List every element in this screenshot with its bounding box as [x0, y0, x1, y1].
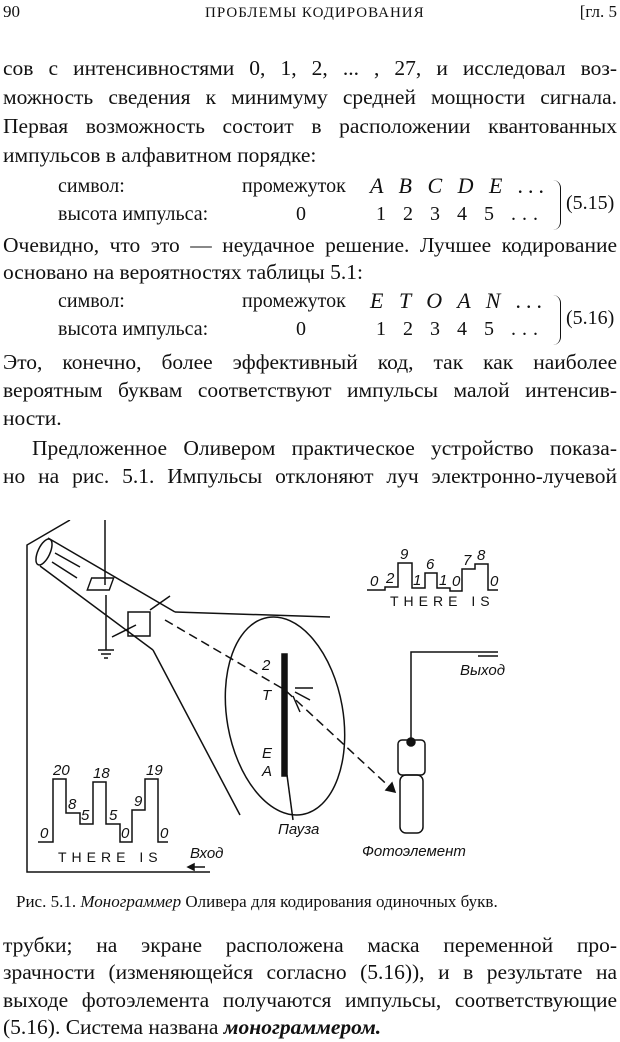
term-monogrammer: монограммером.	[223, 1015, 382, 1039]
input-level: 0	[121, 825, 130, 842]
ground-icon	[98, 649, 114, 659]
text-line: ности.	[3, 406, 62, 430]
output-level: 0	[452, 573, 461, 590]
formula-values: A B C D E ...	[370, 173, 550, 198]
output-wire	[410, 651, 498, 740]
input-level: 5	[109, 807, 118, 824]
formula-label: высота импульса:	[58, 203, 209, 225]
page-number: 90	[3, 2, 20, 21]
figure-monogrammer: 0 20 8 5 18 5 0 9 19 0 THERE IS Вход 0 2…	[26, 520, 505, 873]
text-line: трубки; на экране расположена маска пере…	[3, 933, 617, 957]
light-arrows	[292, 687, 313, 713]
output-level: 8	[477, 547, 486, 564]
running-title: ПРОБЛЕМЫ КОДИРОВАНИЯ	[205, 5, 425, 21]
formula-label: 0	[296, 203, 306, 225]
input-level: 0	[160, 825, 169, 842]
formula-label: промежуток	[242, 175, 346, 197]
beam-path	[164, 619, 396, 793]
formula-label: символ:	[58, 290, 125, 312]
text-line: но на рис. 5.1. Импульсы отклоняют луч э…	[3, 464, 617, 488]
output-letters: THERE IS	[390, 593, 495, 609]
caption-rest: Оливера для кодирования одиночных букв.	[185, 892, 498, 911]
text-line: основано на вероятностях таблицы 5.1:	[3, 260, 363, 284]
text-line: вероятным буквам соответствуют импульсы …	[3, 378, 617, 402]
input-level: 0	[40, 825, 49, 842]
brace	[552, 180, 561, 230]
output-label: Выход	[460, 662, 505, 679]
input-level: 20	[52, 762, 70, 779]
input-level: 19	[146, 762, 163, 779]
equation-number: (5.16)	[566, 307, 615, 329]
formula-values: E T O A N ...	[370, 288, 548, 313]
formula-values: 1 2 3 4 5 ...	[376, 203, 544, 225]
tube-cone	[152, 611, 346, 816]
formula-values: 1 2 3 4 5 ...	[376, 318, 544, 340]
figure-caption: Рис. 5.1. Монограммер Оливера для кодиро…	[16, 892, 498, 912]
input-label: Вход	[190, 845, 223, 862]
mask-label: E	[262, 745, 273, 762]
formula-label: высота импульса:	[58, 318, 209, 340]
text-line: импульсов в алфавитном порядке:	[3, 143, 317, 167]
tube-neck	[35, 537, 176, 651]
text-line: можность сведения к минимуму средней мощ…	[3, 85, 617, 109]
input-level: 9	[134, 793, 143, 810]
text-line: зрачности (изменяющейся согласно (5.16))…	[3, 960, 617, 984]
text-line: Предложенное Оливером практическое устро…	[32, 436, 617, 460]
output-level: 2	[385, 570, 395, 587]
equation-number: (5.15)	[566, 192, 615, 214]
text-line: Первая возможность состоит в расположени…	[3, 114, 617, 138]
formula-label: символ:	[58, 175, 125, 197]
input-wire	[26, 520, 210, 873]
mask-label: 2	[261, 657, 271, 674]
last-line-text: (5.16). Система названа	[3, 1015, 219, 1039]
text-line: Это, конечно, более эффективный код, так…	[3, 350, 617, 374]
output-level: 1	[439, 572, 447, 589]
output-waveform	[367, 562, 498, 592]
text-line: (5.16). Система названа монограммером.	[3, 1014, 617, 1040]
formula-label: 0	[296, 318, 306, 340]
output-level: 0	[490, 573, 499, 590]
output-level: 1	[413, 572, 421, 589]
text-line: выходе фотоэлемента получаются импульсы,…	[3, 988, 617, 1012]
pause-label: Пауза	[278, 821, 319, 838]
text-line: Очевидно, что это — неудачное решение. Л…	[3, 233, 617, 257]
text-line: сов с интенсивностями 0, 1, 2, ... , 27,…	[3, 56, 617, 80]
output-level: 9	[400, 546, 409, 563]
caption-italic: Монограммер	[80, 892, 182, 911]
mask-label: T	[262, 687, 273, 704]
output-level: 7	[463, 552, 472, 569]
input-level: 18	[93, 765, 110, 782]
output-level: 6	[426, 556, 435, 573]
caption-prefix: Рис. 5.1.	[16, 892, 77, 911]
formula-label: промежуток	[242, 290, 346, 312]
mask-label: A	[261, 763, 272, 780]
photocell	[397, 737, 426, 834]
chapter-ref: [гл. 5	[579, 2, 617, 21]
input-level: 5	[81, 807, 90, 824]
input-waveform	[38, 778, 168, 843]
mask-strip	[281, 653, 288, 777]
input-letters: THERE IS	[58, 849, 163, 865]
output-level: 0	[370, 573, 379, 590]
brace	[552, 295, 561, 345]
photocell-label: Фотоэлемент	[362, 843, 466, 860]
input-level: 8	[68, 796, 77, 813]
